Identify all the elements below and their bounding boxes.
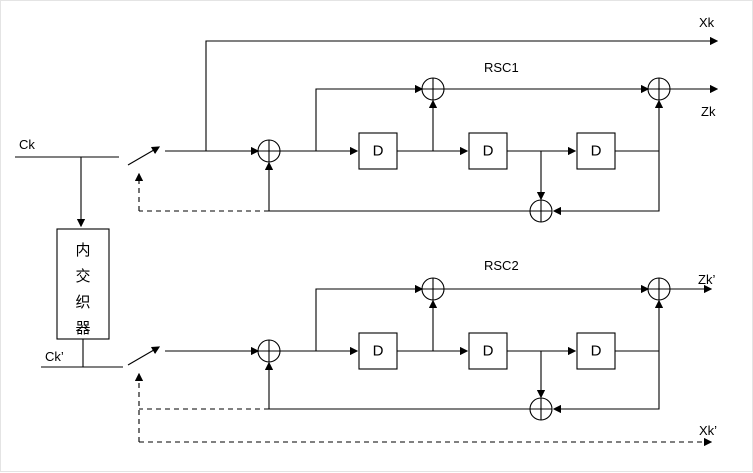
wire-zk2-branch <box>315 284 424 351</box>
rsc2-input-switch <box>127 346 161 366</box>
rsc1-delay-3 <box>576 132 616 170</box>
rsc1-encoder: D D D <box>257 77 671 223</box>
labels: Ck Ck’ Xk Zk Zk’ Xk’ RSC1 RSC2 内 交 织 器 <box>19 15 717 438</box>
label-rsc2: RSC2 <box>484 258 519 273</box>
rsc2-delay-1 <box>358 332 398 370</box>
label-rsc1: RSC1 <box>484 60 519 75</box>
rsc1-parity-xor-gate-2 <box>647 77 671 101</box>
rsc1-input-switch <box>127 146 161 166</box>
rsc2-feedback-xor-gate <box>529 397 553 421</box>
rsc1-delay-3-label: D <box>591 143 602 160</box>
wire-xk-systematic <box>205 36 719 151</box>
wire-d3-to-fb-xor <box>552 351 660 414</box>
rsc2-encoder: D D D <box>257 277 671 421</box>
interleaver-label: 内 交 织 器 <box>75 241 90 337</box>
input-section <box>15 156 123 368</box>
interleaver-char-2: 交 <box>75 267 90 285</box>
rsc1-parity-xor-gate-1 <box>421 77 445 101</box>
rsc1-feedback-xor-gate <box>529 199 553 223</box>
interleaver-box <box>56 228 110 340</box>
wire-d3-to-fb-xor <box>552 151 660 216</box>
rsc1-delay-2-label: D <box>483 143 494 160</box>
label-ck: Ck <box>19 137 35 152</box>
rsc1-delay-2 <box>468 132 508 170</box>
interleaver-char-3: 织 <box>75 293 90 311</box>
rsc1-delay-1 <box>358 132 398 170</box>
rsc2-input-xor-gate <box>257 339 281 363</box>
rsc2-wires <box>127 284 713 447</box>
interleaver-char-1: 内 <box>75 241 90 259</box>
rsc2-delay-2 <box>468 332 508 370</box>
rsc2-delay-3-label: D <box>591 343 602 360</box>
label-xk: Xk <box>699 15 715 30</box>
rsc1-delay-1-label: D <box>373 143 384 160</box>
label-zk-prime: Zk’ <box>698 272 715 287</box>
rsc1-wires <box>127 36 719 216</box>
rsc2-delay-1-label: D <box>373 343 384 360</box>
label-xk-prime: Xk’ <box>699 423 717 438</box>
rsc1-input-xor-gate <box>257 139 281 163</box>
interleaver-char-4: 器 <box>75 319 90 337</box>
rsc2-parity-xor-gate-2 <box>647 277 671 301</box>
wire-zk-branch <box>315 84 424 151</box>
label-ck-prime: Ck’ <box>45 349 64 364</box>
rsc2-delay-3 <box>576 332 616 370</box>
rsc2-delay-2-label: D <box>483 343 494 360</box>
rsc2-parity-xor-gate-1 <box>421 277 445 301</box>
label-zk: Zk <box>701 104 716 119</box>
